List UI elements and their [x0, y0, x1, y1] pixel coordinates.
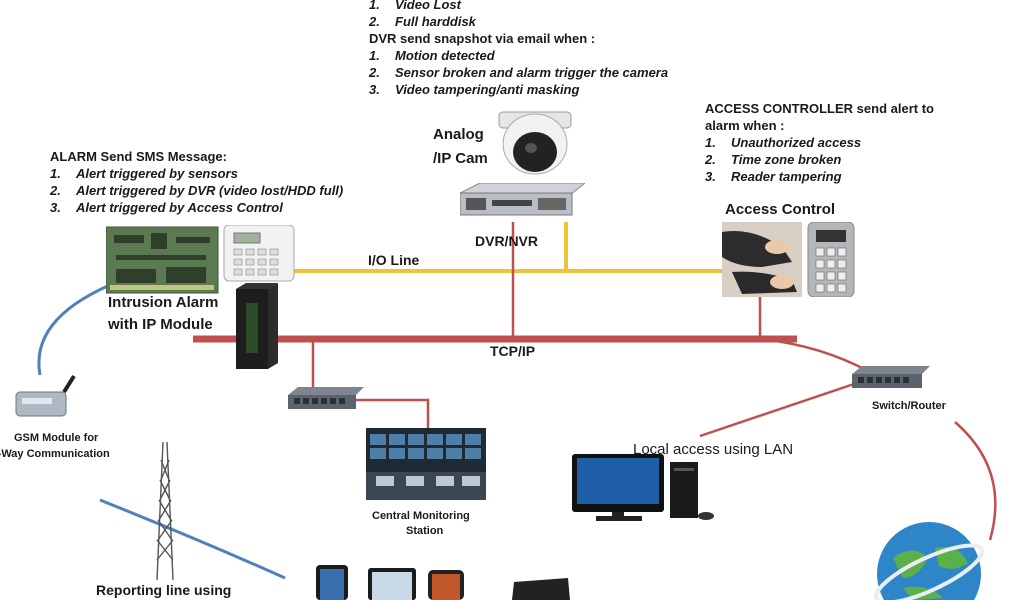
- dvr-alert-item: Full harddisk: [395, 14, 476, 29]
- switch-to-internet: [954, 421, 997, 541]
- gsm-label-line2: :-Way Communication: [0, 448, 110, 460]
- access-controller-heading-line2: alarm when :: [705, 118, 785, 133]
- smartphone-icon: [428, 570, 464, 600]
- tcpip-to-small-switch: [311, 339, 325, 394]
- reporting-label: Reporting line using: [96, 582, 232, 598]
- alarm-sms-block: ALARM Send SMS Message: 1.Alert triggere…: [50, 149, 344, 215]
- alarm-sms-item: Alert triggered by sensors: [76, 166, 238, 181]
- tcpip-to-switch: [759, 337, 871, 374]
- switch-to-pc: [699, 380, 861, 438]
- snapshot-item: Motion detected: [395, 48, 495, 63]
- io-line-label: I/O Line: [368, 252, 420, 268]
- alarm-panel-icon: [106, 225, 295, 294]
- access-controller-block: ACCESS CONTROLLER send alert to alarm wh…: [705, 101, 934, 184]
- dvr-label: DVR/NVR: [475, 233, 539, 249]
- gsm-label-line1: GSM Module for: [14, 432, 99, 444]
- gsm-modem-icon: [15, 374, 76, 417]
- small-switch-icon: [288, 387, 364, 409]
- monitor-pc-icon: [572, 454, 714, 521]
- alarm-sms-item: Alert triggered by Access Control: [76, 200, 283, 215]
- alarm-sms-item: Alert triggered by DVR (video lost/HDD f…: [76, 183, 344, 198]
- switch-router-label: Switch/Router: [872, 400, 946, 412]
- globe-icon: [874, 522, 984, 600]
- tablet-icon: [368, 568, 416, 600]
- reporting-line: [99, 498, 286, 580]
- tcpip-label: TCP/IP: [490, 343, 536, 359]
- ip-module-icon: [236, 283, 278, 369]
- tower-icon: [156, 441, 174, 581]
- switch-to-monitoring: [350, 398, 430, 428]
- access-control-label: Access Control: [725, 201, 836, 218]
- gsm-link-line: [37, 283, 111, 376]
- dvr-snapshot-heading: DVR send snapshot via email when :: [369, 31, 596, 46]
- camera-label-line1: Analog: [433, 126, 484, 143]
- access-controller-heading-rest: send alert to: [853, 101, 934, 116]
- local-access-label: Local access using LAN: [633, 441, 794, 458]
- laptop-icon: [512, 578, 570, 600]
- central-monitoring-label-line1: Central Monitoring: [372, 510, 470, 522]
- snapshot-item: Video tampering/anti masking: [395, 82, 580, 97]
- switch-icon: [852, 366, 930, 388]
- alarm-sms-heading: ALARM Send SMS Message:: [50, 149, 227, 164]
- dome-camera-icon: [498, 111, 572, 175]
- access-alert-item: Time zone broken: [731, 152, 842, 167]
- camera-label-line2: /IP Cam: [433, 150, 488, 167]
- snapshot-item: Sensor broken and alarm trigger the came…: [395, 65, 669, 80]
- intrusion-alarm-label-line2: with IP Module: [108, 316, 213, 333]
- keypad-icon: [722, 222, 855, 297]
- access-controller-heading-bold: ACCESS CONTROLLER: [705, 101, 854, 116]
- central-monitoring-label-line2: Station: [406, 525, 444, 537]
- access-alert-item: Reader tampering: [731, 169, 842, 184]
- dvr-unit-icon: [460, 183, 585, 216]
- access-alert-item: Unauthorized access: [731, 135, 862, 150]
- control-room-icon: [366, 428, 486, 500]
- intrusion-alarm-label-line1: Intrusion Alarm: [108, 294, 219, 311]
- dvr-alert-list: 1.Video Lost 2.Full harddisk DVR send sn…: [369, 0, 668, 97]
- dvr-alert-item: Video Lost: [395, 0, 461, 12]
- phone-icon: [316, 565, 348, 600]
